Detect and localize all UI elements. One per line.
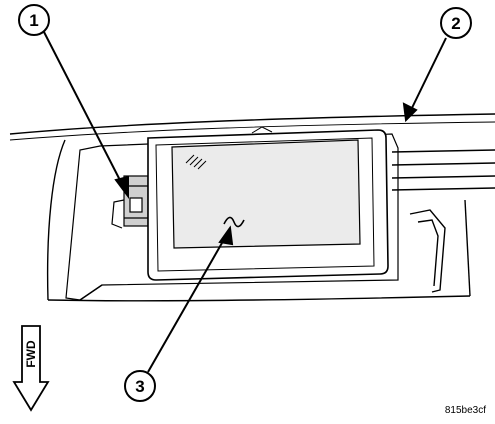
fwd-label: FWD xyxy=(24,340,38,368)
callout-leaders xyxy=(43,31,447,373)
connector-tab xyxy=(129,197,143,213)
recess-inner-floor xyxy=(79,284,103,301)
vent-slat-3 xyxy=(391,175,495,179)
screen-glare xyxy=(185,154,207,170)
display-top-tab xyxy=(251,126,273,134)
callout-3: 3 xyxy=(124,370,156,402)
leader-3 xyxy=(147,235,227,373)
instrument-panel xyxy=(9,113,495,302)
callout-1-number: 1 xyxy=(29,11,38,30)
fwd-arrow: FWD xyxy=(12,325,50,412)
dash-left-side xyxy=(46,139,66,301)
display-bezel-inner xyxy=(155,137,375,272)
dash-left-lower xyxy=(47,295,471,302)
fwd-arrow-shape xyxy=(12,325,50,412)
wire-connector xyxy=(111,175,149,229)
dash-top-edge-inner xyxy=(9,121,495,141)
callout-3-number: 3 xyxy=(135,377,144,396)
callout-2: 2 xyxy=(440,7,472,39)
leader-1-arrowhead xyxy=(114,175,129,199)
dash-top-edge xyxy=(9,113,495,135)
screen-wave-glyph xyxy=(223,216,245,228)
vent-slat-1 xyxy=(391,149,495,153)
right-bracket-inner xyxy=(417,219,439,287)
leader-2-arrowhead xyxy=(402,102,418,123)
leader-3-arrowhead xyxy=(218,225,234,246)
right-bracket xyxy=(409,209,446,293)
callout-2-number: 2 xyxy=(451,14,460,33)
vent-slat-4 xyxy=(391,187,495,191)
display-screen xyxy=(171,139,361,249)
right-panel-edge xyxy=(464,199,471,297)
vent-slat-2 xyxy=(391,162,495,166)
display-module xyxy=(147,126,389,281)
leader-2 xyxy=(409,37,447,113)
callout-1: 1 xyxy=(18,4,50,36)
leader-1 xyxy=(43,31,125,189)
connector-lead xyxy=(111,199,125,229)
figure-code: 815be3cf xyxy=(445,405,486,416)
